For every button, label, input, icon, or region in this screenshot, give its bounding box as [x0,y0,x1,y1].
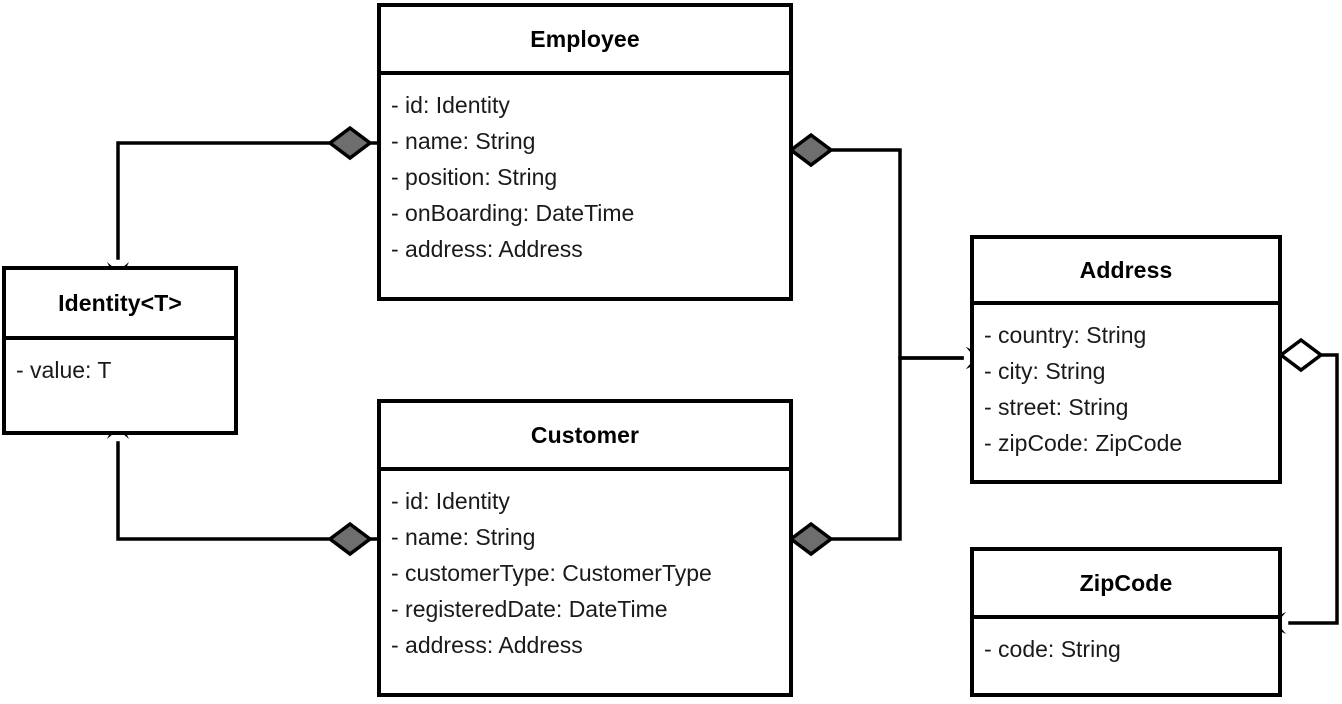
class-box-customer[interactable]: Customer - id: Identity - name: String - cu… [377,399,793,697]
class-attribute: - onBoarding: DateTime [391,200,635,226]
aggregation-diamond-icon-address-zipcode [1278,337,1324,373]
class-attribute: - customerType: CustomerType [391,560,712,586]
class-attributes-identity: - value: T [6,340,234,388]
class-attribute: - value: T [16,357,112,383]
relationship-line-address-zipcode [1280,353,1339,625]
class-attribute: - name: String [391,524,536,550]
class-attribute: - zipCode: ZipCode [984,430,1183,456]
class-attribute: - city: String [984,358,1106,384]
class-box-identity[interactable]: Identity<T> - value: T [2,266,238,435]
composition-diamond-icon-employee-address [788,132,834,168]
class-header-identity: Identity<T> [6,270,234,340]
class-name-employee: Employee [530,25,640,52]
composition-diamond-icon-customer-address [788,521,834,557]
class-attribute: - address: Address [391,236,583,262]
class-attribute: - address: Address [391,632,583,658]
relationship-employee-address[interactable] [788,132,988,369]
class-box-address[interactable]: Address- country: String- city: String- … [970,235,1282,484]
relationship-line-customer-identity [116,441,379,541]
class-attributes-zipcode: - code: String [974,619,1278,667]
class-attribute: - id: Identity [391,488,510,514]
class-attribute: - registeredDate: DateTime [391,596,668,622]
relationship-line-employee-identity [116,141,379,260]
composition-diamond-icon-employee-identity [327,125,373,161]
class-attribute: - position: String [391,164,558,190]
class-attribute: - street: String [984,394,1129,420]
class-header-customer: Customer [381,403,789,471]
class-header-address: Address [974,239,1278,305]
class-attributes-employee: - id: Identity - name: String - position: … [381,75,789,267]
class-name-address: Address [1079,256,1173,283]
relationship-line-employee-address [791,148,964,360]
class-header-employee: Employee [381,7,789,75]
class-attributes-address: - country: String - city: String - street:… [974,305,1278,461]
composition-diamond-icon-customer-identity [327,521,373,557]
relationship-customer-identity[interactable] [107,417,379,557]
class-attribute: - country: String [984,322,1147,348]
relationship-employee-identity[interactable] [107,125,379,284]
class-name-customer: Customer [530,421,640,448]
class-name-identity: Identity<T> [58,289,182,316]
relationship-line-customer-address [791,356,964,541]
class-box-zipcode[interactable]: ZipCode - code: String [970,547,1282,697]
class-attribute: - code: String [984,636,1121,662]
class-box-employee[interactable]: Employee - id: Identity - name: String - po… [377,3,793,301]
class-header-zipcode: ZipCode [974,551,1278,619]
class-attributes-customer: - id: Identity - name: String - customerTy… [381,471,789,663]
class-attribute: - id: Identity [391,92,510,118]
class-name-zipcode: ZipCode [1079,569,1173,596]
class-attribute: - name: String [391,128,536,154]
relationship-customer-address[interactable] [788,347,988,557]
